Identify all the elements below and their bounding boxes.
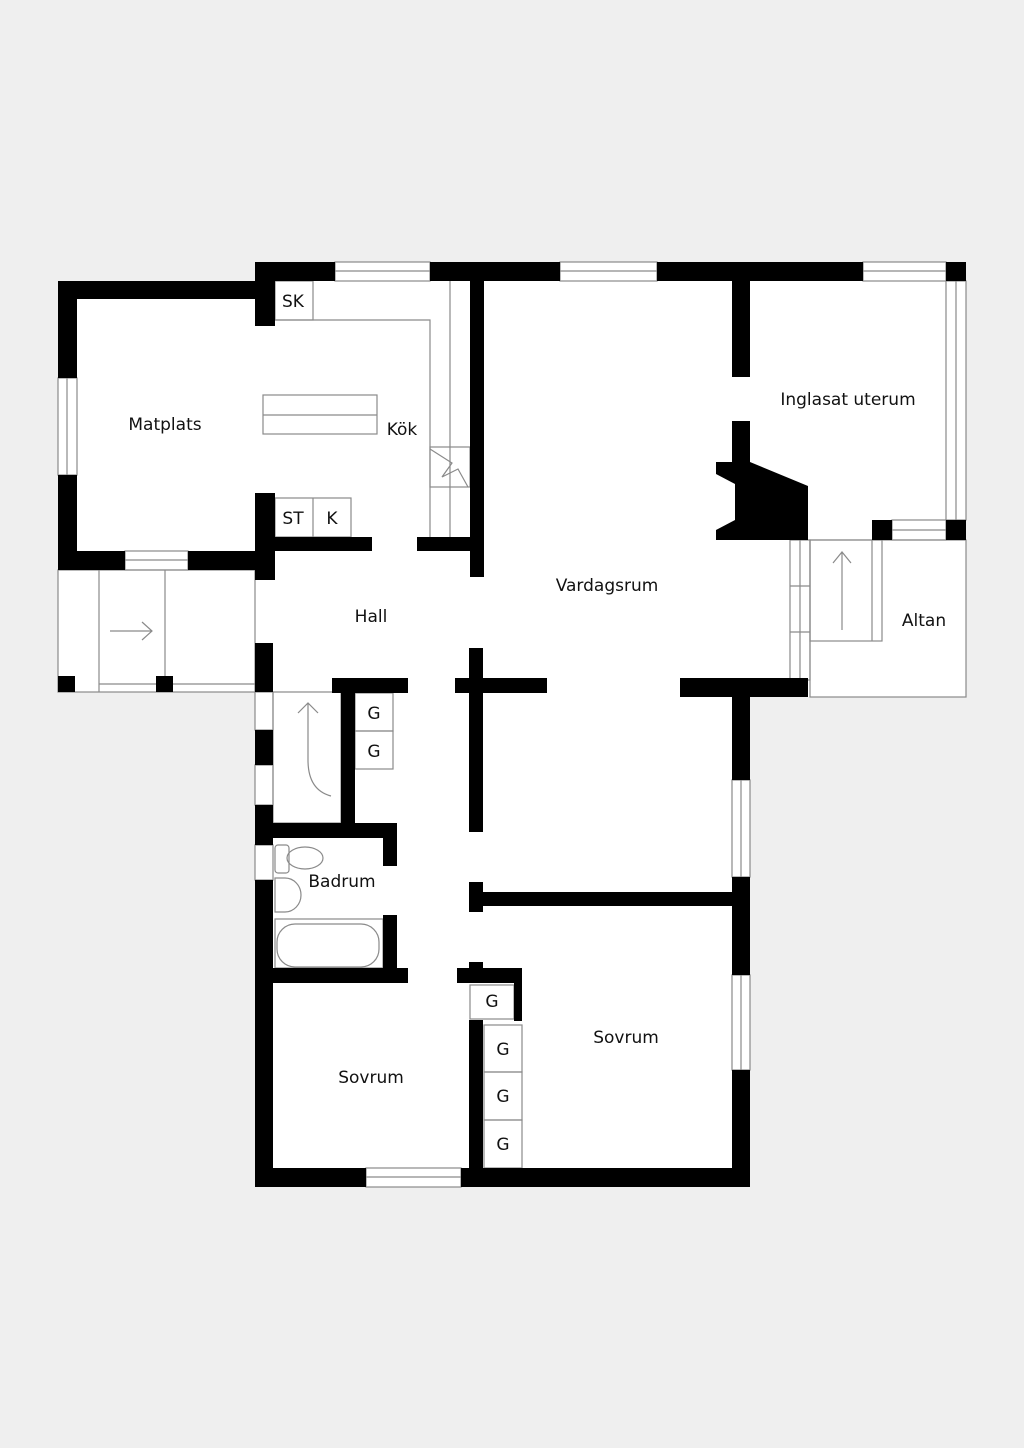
wardrobe-label: G bbox=[496, 1135, 509, 1155]
wardrobe-label: G bbox=[367, 704, 380, 724]
fixture-label-sk: SK bbox=[282, 292, 305, 312]
wardrobe-label: G bbox=[496, 1040, 509, 1060]
wardrobe-label: G bbox=[485, 992, 498, 1012]
room-label-inglasat-uterum: Inglasat uterum bbox=[780, 390, 915, 410]
room-label-badrum: Badrum bbox=[308, 872, 375, 892]
fixture-label-st: ST bbox=[282, 509, 304, 529]
door-arrow-icon bbox=[297, 702, 332, 797]
room-label-vardagsrum: Vardagsrum bbox=[556, 576, 659, 596]
wardrobe-label: G bbox=[496, 1087, 509, 1107]
room-label-hall: Hall bbox=[355, 607, 388, 627]
toilet-icon bbox=[274, 844, 324, 874]
floor-areas bbox=[58, 262, 966, 1187]
wardrobe-label: G bbox=[367, 742, 380, 762]
walls bbox=[58, 262, 966, 1187]
entry-arrow-icon bbox=[110, 621, 153, 641]
fireplace bbox=[716, 462, 808, 540]
sink-icon bbox=[274, 877, 302, 913]
fixture-label-k: K bbox=[326, 509, 338, 529]
room-label-kok: Kök bbox=[387, 420, 418, 440]
altan-arrow-icon bbox=[832, 551, 852, 630]
room-label-altan: Altan bbox=[902, 611, 946, 631]
room-label-matplats: Matplats bbox=[128, 415, 201, 435]
stove-icon bbox=[429, 448, 469, 488]
room-label-sovrum-right: Sovrum bbox=[593, 1028, 659, 1048]
room-label-sovrum-left: Sovrum bbox=[338, 1068, 404, 1088]
